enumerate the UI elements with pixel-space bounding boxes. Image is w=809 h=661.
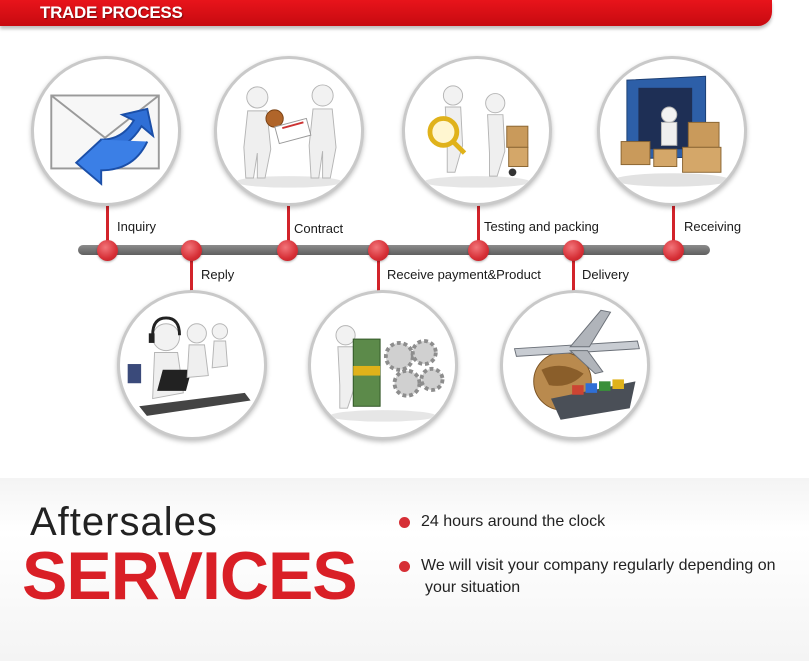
- container-boxes-icon: [614, 75, 730, 187]
- step-label-reply: Reply: [201, 267, 235, 282]
- timeline-node-inquiry: [97, 240, 118, 261]
- customer-service-icon: [127, 316, 251, 416]
- timeline-node-delivery: [563, 240, 584, 261]
- timeline-node-contract: [277, 240, 298, 261]
- step-image-reply: [117, 290, 267, 440]
- page-title: TRADE PROCESS: [40, 3, 183, 22]
- stem-receiving: [672, 203, 675, 247]
- step-image-payment: [308, 290, 458, 440]
- bullet-dot-2: [399, 561, 410, 572]
- stem-testing: [477, 203, 480, 247]
- aftersales-heading: Aftersales: [30, 500, 218, 544]
- step-image-contract: [214, 56, 364, 206]
- stem-payment: [377, 255, 380, 295]
- step-label-contract: Contract: [294, 221, 344, 236]
- step-label-receiving: Receiving: [684, 219, 742, 234]
- stem-delivery: [572, 255, 575, 295]
- envelope-icon: [50, 94, 160, 186]
- magnifier-inspection-icon: [424, 85, 530, 188]
- timeline-node-payment: [368, 240, 389, 261]
- bullet-dot-1: [399, 517, 410, 528]
- timeline-node-testing: [468, 240, 489, 261]
- step-image-delivery: [500, 290, 650, 440]
- money-gears-icon: [330, 325, 445, 422]
- stem-contract: [287, 203, 290, 247]
- step-label-testing: Testing and packing: [484, 219, 599, 234]
- plane-ship-globe-icon: [513, 309, 640, 420]
- step-label-delivery: Delivery: [582, 267, 629, 282]
- timeline-node-receiving: [663, 240, 684, 261]
- services-heading: SERVICES: [22, 538, 358, 614]
- timeline-bar: [78, 245, 710, 255]
- bullet-text-2-cont: your situation: [425, 579, 521, 596]
- step-label-inquiry: Inquiry: [117, 219, 157, 234]
- timeline-node-reply: [181, 240, 202, 261]
- handshake-contract-icon: [236, 84, 342, 188]
- step-image-testing: [402, 56, 552, 206]
- header-banner: TRADE PROCESS: [0, 0, 772, 26]
- stem-reply: [190, 255, 193, 295]
- stem-inquiry: [106, 203, 109, 247]
- step-label-payment: Receive payment&Product: [387, 267, 541, 282]
- bullet-text-2: We will visit your company regularly dep…: [421, 557, 776, 574]
- bullet-text-1: 24 hours around the clock: [421, 513, 606, 530]
- step-image-inquiry: [31, 56, 181, 206]
- step-image-receiving: [597, 56, 747, 206]
